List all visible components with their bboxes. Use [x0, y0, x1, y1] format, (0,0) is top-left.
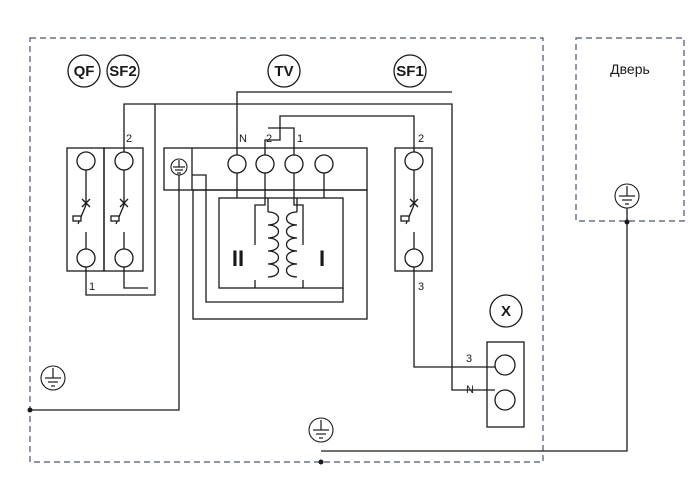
door-ground-node [624, 219, 630, 225]
sf2-label-badge: SF2 [106, 54, 140, 88]
door-label: Дверь [610, 61, 650, 77]
x-label-badge: X [489, 294, 523, 328]
terminal-label-tv-2: 2 [266, 133, 272, 145]
terminal-label-sf1-bottom: 3 [418, 281, 424, 293]
transformer-tv: II I [163, 147, 368, 320]
svg-text:SF2: SF2 [109, 63, 137, 80]
qf-breaker [66, 147, 105, 272]
terminal-label-x-3: 3 [466, 353, 472, 365]
terminal-label-sf1-top: 2 [418, 133, 424, 145]
terminal-block-x [486, 341, 525, 428]
wiring [27, 91, 630, 465]
tv-label-badge: TV [267, 54, 301, 88]
ground-icon-cabinet-bottom [308, 417, 334, 443]
ground-icon-door [614, 183, 640, 209]
sf1-breaker [394, 147, 433, 272]
winding-primary-label: I [319, 246, 325, 271]
terminal-label-qf-bottom: 1 [89, 281, 95, 293]
winding-secondary-label: II [232, 246, 244, 271]
svg-text:X: X [501, 303, 511, 320]
svg-text:QF: QF [74, 63, 95, 80]
transformer-ground-terminal [170, 158, 188, 176]
terminal-label-x-n: N [466, 384, 474, 396]
terminal-label-sf2-top: 2 [126, 133, 132, 145]
ground-icon-cabinet-left [40, 365, 66, 391]
terminal-label-tv-n: N [239, 133, 247, 145]
door-enclosure [575, 37, 685, 222]
cabinet-enclosure [29, 37, 544, 463]
svg-text:TV: TV [274, 63, 293, 80]
sf1-label-badge: SF1 [393, 54, 427, 88]
cabinet-ground-node [318, 459, 324, 465]
svg-text:SF1: SF1 [396, 63, 424, 80]
qf-label-badge: QF [67, 54, 101, 88]
ground-bus-node [27, 407, 33, 413]
terminal-label-tv-1: 1 [297, 133, 303, 145]
sf2-breaker [103, 147, 144, 272]
